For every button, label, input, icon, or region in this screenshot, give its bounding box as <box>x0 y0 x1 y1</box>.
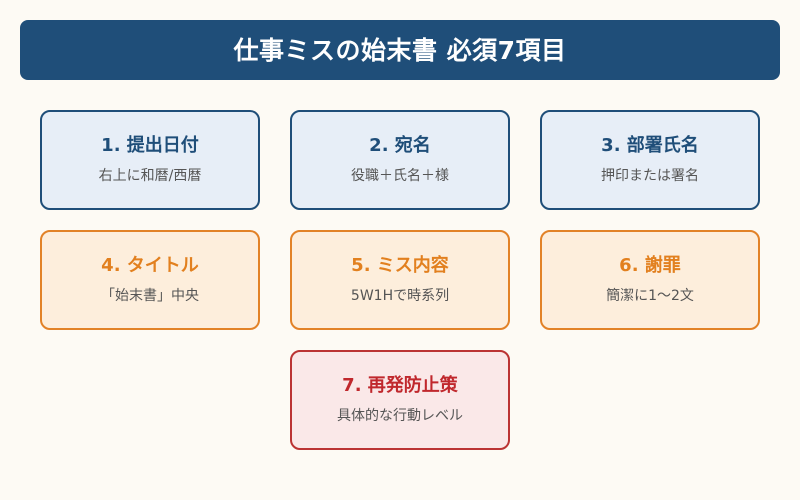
card-description: 5W1Hで時系列 <box>350 288 450 305</box>
header-bar: 仕事ミスの始末書 必須7項目 <box>20 20 780 80</box>
card-description: 「始末書」中央 <box>101 288 199 305</box>
card-item-1[interactable]: 1. 提出日付 右上に和暦/西暦 <box>40 110 260 210</box>
card-title: 5. ミス内容 <box>351 254 449 276</box>
card-grid: 1. 提出日付 右上に和暦/西暦 2. 宛名 役職＋氏名＋様 3. 部署氏名 押… <box>40 110 760 470</box>
card-title: 7. 再発防止策 <box>342 374 458 396</box>
card-item-2[interactable]: 2. 宛名 役職＋氏名＋様 <box>290 110 510 210</box>
card-description: 押印または署名 <box>601 168 699 185</box>
card-description: 右上に和暦/西暦 <box>98 168 202 185</box>
card-row-1: 1. 提出日付 右上に和暦/西暦 2. 宛名 役職＋氏名＋様 3. 部署氏名 押… <box>40 110 760 210</box>
card-item-3[interactable]: 3. 部署氏名 押印または署名 <box>540 110 760 210</box>
page-title: 仕事ミスの始末書 必須7項目 <box>233 35 567 65</box>
card-description: 簡潔に1〜2文 <box>606 288 694 305</box>
card-item-7[interactable]: 7. 再発防止策 具体的な行動レベル <box>290 350 510 450</box>
card-item-6[interactable]: 6. 謝罪 簡潔に1〜2文 <box>540 230 760 330</box>
card-item-4[interactable]: 4. タイトル 「始末書」中央 <box>40 230 260 330</box>
card-description: 具体的な行動レベル <box>337 408 463 425</box>
card-description: 役職＋氏名＋様 <box>351 168 449 185</box>
card-title: 3. 部署氏名 <box>601 134 699 156</box>
card-title: 6. 謝罪 <box>619 254 681 276</box>
card-title: 2. 宛名 <box>369 134 431 156</box>
card-row-2: 4. タイトル 「始末書」中央 5. ミス内容 5W1Hで時系列 6. 謝罪 簡… <box>40 230 760 330</box>
card-title: 1. 提出日付 <box>101 134 199 156</box>
card-row-3: 7. 再発防止策 具体的な行動レベル <box>40 350 760 450</box>
card-title: 4. タイトル <box>101 254 199 276</box>
card-item-5[interactable]: 5. ミス内容 5W1Hで時系列 <box>290 230 510 330</box>
